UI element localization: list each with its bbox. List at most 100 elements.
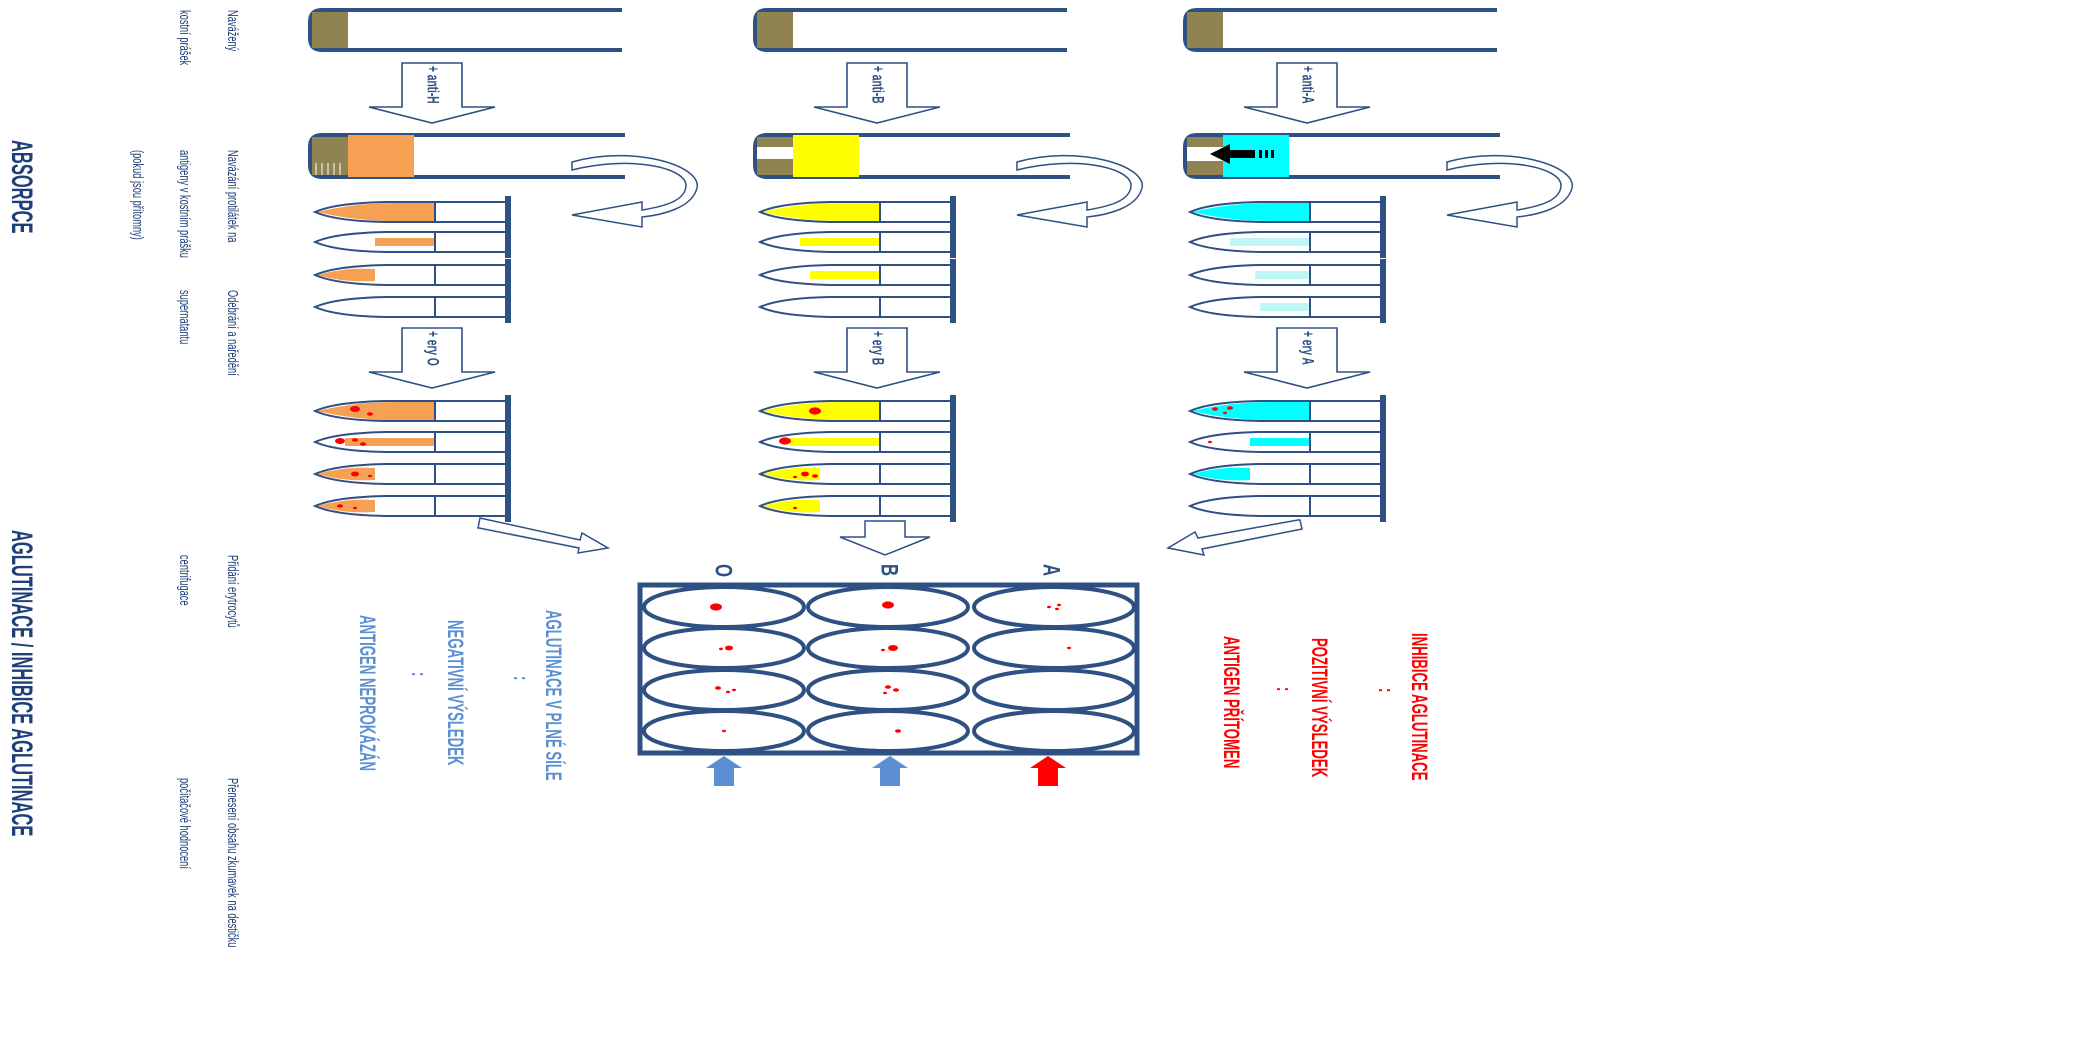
tube-erythrocytes (1187, 395, 1386, 427)
well-outline (972, 626, 1136, 670)
tube-bone-powder (1183, 8, 1497, 52)
step-label-navazeni: Navážený (224, 10, 241, 52)
plate-well (642, 668, 806, 712)
tube-erythrocytes (757, 490, 956, 522)
plate-well (972, 626, 1136, 670)
agglutinate (812, 474, 818, 478)
tube-outline (753, 8, 1067, 52)
agglutinate (353, 506, 357, 510)
agglutinate (367, 412, 373, 416)
antibody (348, 135, 414, 177)
step-label-pridani: Přidání erytrocytů (224, 555, 241, 628)
bone-powder (312, 12, 348, 48)
tube-outline (312, 231, 505, 253)
plate-well (642, 626, 806, 670)
down-arrow-icon (368, 62, 496, 124)
step-label-pridani: centrifugace (176, 555, 193, 606)
tube-supernatant (1187, 291, 1386, 323)
plate-well (806, 585, 970, 629)
agglutinate (882, 601, 894, 609)
agglutinate (1212, 407, 1218, 411)
tube-outline (757, 296, 950, 318)
liquid (317, 499, 375, 513)
tube-outline (312, 463, 505, 485)
tube-outline (757, 231, 950, 253)
agglutinate (726, 690, 730, 694)
agglutinate (715, 686, 721, 690)
plate-well (972, 668, 1136, 712)
result-blue-line: AGLUTINACE V PLNÉ SÍLE (541, 610, 566, 781)
tube-supernatant (312, 291, 511, 323)
agglutinate (779, 437, 791, 445)
step-label-odebrani: Odebrání a naředění (224, 290, 241, 376)
tube-outline (308, 8, 622, 52)
red-up-arrow-icon (1030, 756, 1066, 786)
tube-bone-powder (308, 8, 622, 52)
agglutinate (722, 729, 726, 733)
tube-outline (1187, 296, 1380, 318)
step-label-odebrani: supernatantu (176, 290, 193, 344)
column-A: + anti-A + ery A (1183, 8, 1573, 522)
arrow-ery: + ery A (1243, 327, 1371, 389)
bone-powder (312, 137, 348, 175)
reagent-label: + ery A (1299, 331, 1318, 365)
agglutinate (350, 406, 360, 412)
tube-outline (757, 264, 950, 286)
well-outline (806, 709, 970, 753)
tube-cap (950, 395, 956, 427)
tube-outline (1187, 463, 1380, 485)
tube-erythrocytes (1187, 490, 1386, 522)
step-label-preneseni: počítačové hodnocení (176, 778, 193, 869)
tube-binding (1183, 133, 1500, 179)
bone-powder (757, 12, 793, 48)
curved-arrow-icon (571, 154, 698, 228)
tube-binding (308, 133, 625, 179)
tube-supernatant (312, 196, 511, 228)
down-arrow-icon (813, 62, 941, 124)
tube-cap (950, 490, 956, 522)
reagent-label: + anti-H (424, 66, 443, 104)
liquid (762, 203, 880, 221)
tube-cap (505, 458, 511, 490)
arrow-anti: + anti-B (813, 62, 941, 124)
plate-well (972, 585, 1136, 629)
blue-up-arrow-icon (706, 756, 742, 786)
tube-cap (1380, 395, 1386, 427)
agglutinate (893, 688, 899, 692)
gap (1187, 147, 1223, 161)
agglutinate (732, 688, 736, 692)
heading-aglutinace: AGLUTINACE / INHIBICE AGLUTINACE (5, 530, 38, 836)
agglutinate (793, 506, 797, 510)
antibody (793, 135, 859, 177)
agglutinate (801, 471, 809, 477)
tube-outline (312, 296, 505, 318)
well-outline (806, 668, 970, 712)
tube-cap (950, 196, 956, 228)
tube-supernatant (757, 226, 956, 258)
liquid (317, 467, 375, 481)
result-blue-line: ANTIGEN NEPROKÁZÁN (355, 615, 380, 771)
agglutinate (719, 647, 723, 651)
agglutinate (335, 438, 345, 444)
plate-column-label: B (876, 564, 903, 576)
tube-outline (757, 463, 950, 485)
tube-cap (1380, 490, 1386, 522)
transfer-arrows (477, 517, 1303, 556)
well-outline (972, 585, 1136, 629)
reagent-label: + ery O (424, 331, 443, 366)
tube-cap (505, 426, 511, 458)
tube-erythrocytes (312, 490, 511, 522)
plate-well (642, 585, 806, 629)
liquid (1192, 203, 1310, 221)
tube-cap (505, 196, 511, 228)
transfer-arrow-icon (839, 520, 931, 556)
tube-cap (1380, 458, 1386, 490)
tube-outline (1187, 264, 1380, 286)
arrow-anti: + anti-A (1243, 62, 1371, 124)
tube-supernatant (1187, 196, 1386, 228)
tube-outline (312, 400, 505, 422)
